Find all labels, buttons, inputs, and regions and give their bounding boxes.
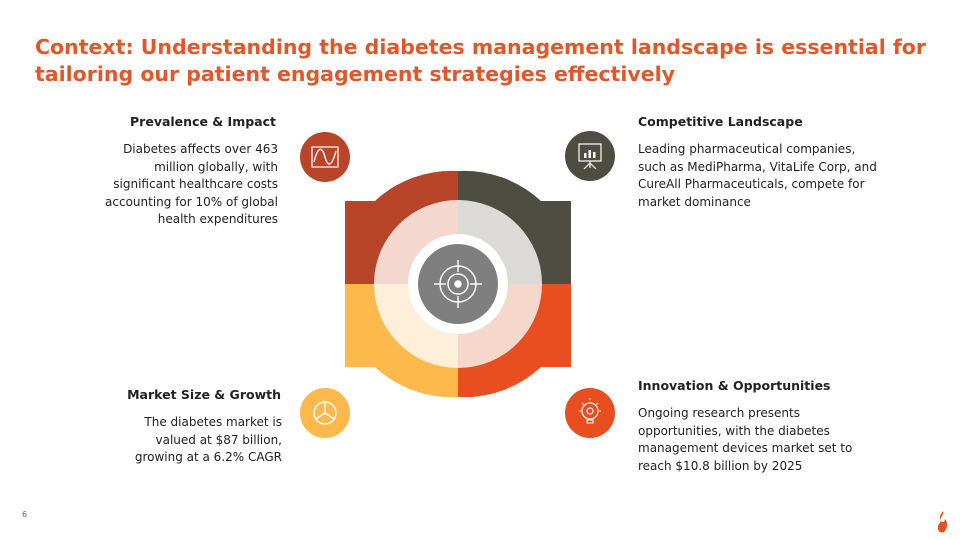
market-block: Market Size & Growth The diabetes market… [60,387,282,467]
prevalence-block: Prevalence & Impact Diabetes affects ove… [60,114,278,229]
competitive-block: Competitive Landscape Leading pharmaceut… [638,114,898,211]
innovation-heading: Innovation & Opportunities [638,378,831,393]
target-icon [434,260,482,308]
market-heading: Market Size & Growth [127,387,281,402]
innovation-block: Innovation & Opportunities Ongoing resea… [638,378,898,475]
prevalence-heading: Prevalence & Impact [130,114,276,129]
competitive-heading: Competitive Landscape [638,114,803,129]
market-body: The diabetes market is valued at $87 bil… [134,415,282,464]
brand-flame-logo [937,511,948,533]
lightbulb-gear-icon [565,388,615,438]
pie-chart-icon [300,388,350,438]
competitive-body: Leading pharmaceutical companies, such a… [638,142,877,209]
innovation-body: Ongoing research presents opportunities,… [638,406,853,473]
central-ring-graphic [345,170,571,398]
presentation-board-icon [565,131,615,181]
page-number: 6 [22,510,28,519]
prevalence-body: Diabetes affects over 463 million global… [105,142,278,226]
line-chart-icon [300,132,350,182]
slide-title: Context: Understanding the diabetes mana… [35,35,926,86]
